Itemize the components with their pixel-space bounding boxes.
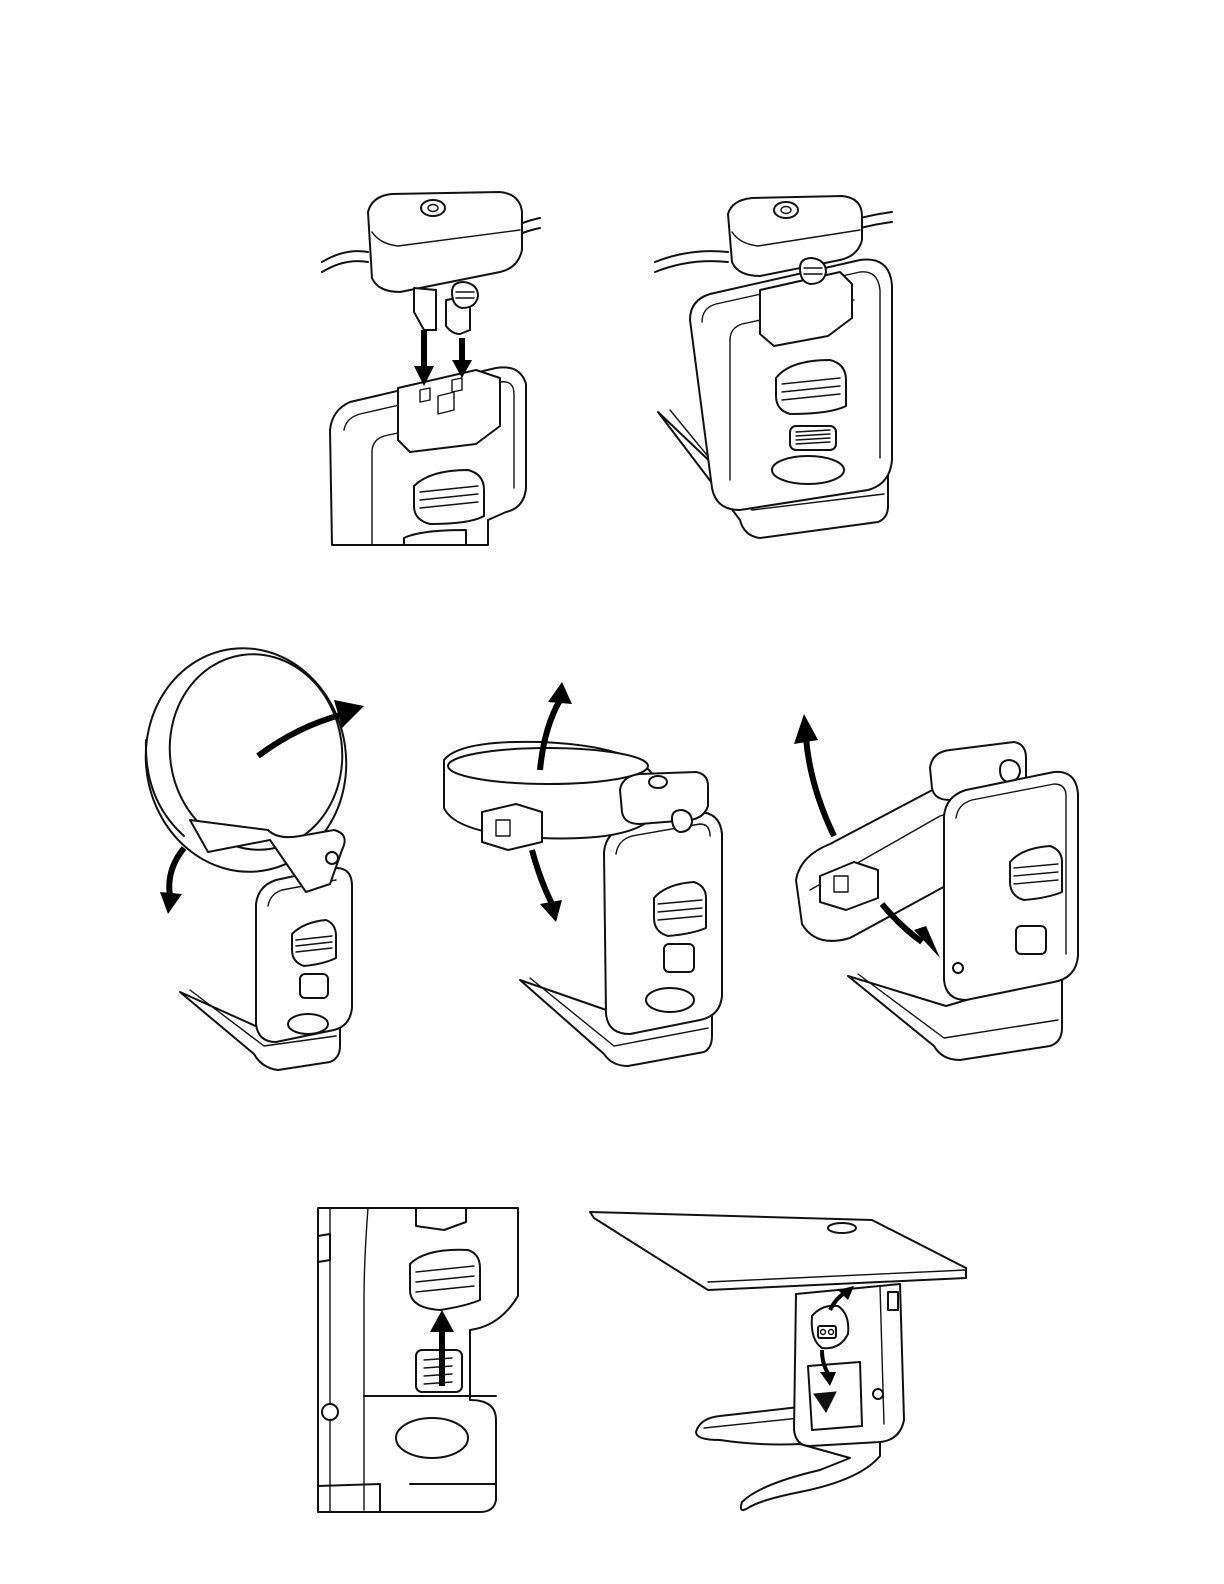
side-button	[873, 1389, 883, 1399]
side-tab	[888, 1292, 898, 1310]
ratchet-wheel	[410, 1250, 480, 1310]
speaker-grille	[664, 944, 694, 972]
panel-2-clip-attached	[655, 196, 892, 538]
magnifier-lens	[448, 748, 648, 784]
side-button	[953, 963, 963, 973]
side-button	[322, 1404, 338, 1420]
plate-hole	[828, 1223, 856, 1233]
screw-hole	[421, 200, 445, 216]
panel-6-slide-up	[318, 1208, 518, 1512]
hinge-screw	[326, 852, 338, 864]
screw-hole	[649, 776, 667, 788]
oval-label	[396, 1418, 468, 1458]
speaker-grille	[1016, 926, 1046, 954]
panel-3-ring-tilt	[131, 635, 364, 1070]
oval-label	[772, 456, 844, 484]
panel-4-ring-lift	[444, 682, 722, 1066]
screw-hole	[774, 202, 798, 218]
ring-tab	[482, 804, 542, 850]
thumb-screw	[452, 282, 478, 308]
thumb-screw	[800, 258, 826, 284]
oval-label	[646, 988, 694, 1012]
clip-prong-left	[414, 288, 436, 330]
panel-1-clip-attach	[322, 192, 540, 545]
thumb-screw	[672, 810, 692, 832]
rotate-arrow-down	[169, 848, 184, 896]
lift-arrow-down	[532, 850, 552, 904]
side-tab	[318, 1234, 330, 1262]
speaker-grille	[300, 974, 328, 998]
oval-label	[288, 1014, 328, 1034]
panel-7-plate-adjust	[590, 1212, 966, 1510]
fold-arrow-up	[806, 738, 834, 836]
panel-5-ring-fold	[794, 714, 1078, 1060]
